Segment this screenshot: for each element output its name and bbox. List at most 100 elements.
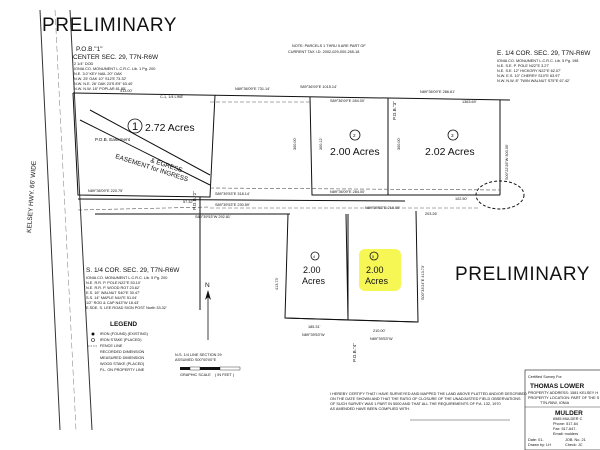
interior-dashed-lines — [77, 101, 501, 211]
svg-text:Drawn by: LH: Drawn by: LH — [528, 443, 551, 447]
svg-text:S.S. 14" MAPLE N44°E 51.04': S.S. 14" MAPLE N44°E 51.04' — [86, 296, 137, 300]
svg-text:THOMAS LOWER: THOMAS LOWER — [530, 383, 584, 390]
svg-text:IRON (FOUND) (EXISTING): IRON (FOUND) (EXISTING) — [100, 332, 149, 336]
lot-3-number: 3 — [451, 133, 454, 138]
header-note-line1: NOTE: PARCELS 1 THRU 5 ARE PART OF — [292, 44, 366, 48]
svg-text:Fax: 517-647-: Fax: 517-647- — [553, 427, 577, 431]
svg-text:N89°39'53"E 210.00': N89°39'53"E 210.00' — [365, 206, 400, 210]
svg-text:( IN FEET ): ( IN FEET ) — [215, 373, 235, 377]
svg-text:413.00': 413.00' — [120, 89, 133, 93]
svg-text:102.50': 102.50' — [455, 197, 468, 201]
svg-text:E.SDE. S. LEE ROAD SIGN POST N: E.SDE. S. LEE ROAD SIGN POST North 33.32… — [86, 306, 167, 310]
svg-text:N89°36'09"E 284.00': N89°36'09"E 284.00' — [330, 190, 365, 194]
preliminary-banner-top: PRELIMINARY — [42, 15, 177, 36]
svg-text:MEASURED DIMENSION: MEASURED DIMENSION — [100, 356, 144, 360]
svg-text:OF SUCH SURVEY WAS 1 PART IN 5: OF SUCH SURVEY WAS 1 PART IN 5000 AND TH… — [330, 402, 501, 406]
svg-text:Check: JC: Check: JC — [565, 443, 583, 447]
svg-text:C-1, 1/4 LINE: C-1, 1/4 LINE — [160, 95, 183, 99]
svg-text:N.W. N.E. 26' OAK 23'S 8'9" 63: N.W. N.E. 26' OAK 23'S 8'9" 63.40' — [74, 82, 133, 86]
svg-text:IONIA CO. MONUMENT L.C.R.C. Li: IONIA CO. MONUMENT L.C.R.C. Lib. 5 Pg. 2… — [86, 276, 167, 280]
svg-text:300.00': 300.00' — [293, 137, 297, 150]
svg-text:N89°36'09"E 286.61': N89°36'09"E 286.61' — [420, 90, 455, 94]
lot-4-area-line2: Acres — [302, 276, 326, 286]
pob-easement-label: P.O.B. Easement — [95, 137, 131, 142]
center-corner-label: CENTER SEC. 29, T7N-R6W — [73, 54, 159, 61]
svg-text:Date: 01-: Date: 01- — [528, 438, 544, 442]
svg-text:IONIA CO. MONUMENT L.C.R.C. Li: IONIA CO. MONUMENT L.C.R.C. Lib. 5 Pg. 1… — [497, 59, 578, 63]
svg-text:IRON STAKE (PLACED): IRON STAKE (PLACED) — [100, 338, 142, 342]
svg-text:N.E. R.R. P. POLE N22°E 53.10': N.E. R.R. P. POLE N22°E 53.10' — [86, 281, 141, 285]
svg-text:JOB. No. 21: JOB. No. 21 — [565, 438, 586, 442]
south-corner-label: S. 1/4 COR. SEC. 29, T7N-R6W — [86, 267, 180, 274]
svg-text:N89°36'09"E 731.14': N89°36'09"E 731.14' — [235, 87, 270, 91]
svg-text:Certified Survey For: Certified Survey For — [528, 375, 562, 379]
svg-text:N89°36'09"E 220.75': N89°36'09"E 220.75' — [88, 189, 123, 193]
title-block: Certified Survey For THOMAS LOWER PROPER… — [524, 369, 600, 450]
svg-text:N: N — [205, 282, 210, 289]
svg-text:N89°39'53"W: N89°39'53"W — [302, 333, 325, 337]
legend-item-recorded: RECORDED DIMENSION — [100, 350, 145, 354]
lot-5-area-line2: Acres — [365, 276, 389, 286]
svg-text:E.S. 16" WALNUT S40°E 30.47': E.S. 16" WALNUT S40°E 30.47' — [86, 291, 140, 295]
legend-item-iron-placed: IRON STAKE (PLACED) — [91, 338, 142, 342]
svg-text:N.W. N.W. 8" TWIN WALNUT S75°E: N.W. N.W. 8" TWIN WALNUT S75°E 67.42' — [497, 79, 570, 83]
lot-5-number: 5 — [372, 255, 374, 259]
svg-text:203.26': 203.26' — [425, 212, 438, 216]
svg-text:57.32': 57.32' — [183, 200, 194, 204]
legend-item-fence: FENCE LINE — [88, 344, 123, 348]
svg-text:N.W. N.W. 18" POPLAR 81.85': N.W. N.W. 18" POPLAR 81.85' — [74, 87, 126, 91]
lot-4-area-line1: 2.00 — [303, 265, 321, 275]
svg-text:413.73': 413.73' — [275, 277, 279, 290]
svg-text:210.00': 210.00' — [373, 329, 386, 333]
svg-text:Phone: 517-64: Phone: 517-64 — [553, 422, 578, 426]
svg-text:WOOD STAKE (PLACED): WOOD STAKE (PLACED) — [100, 362, 145, 366]
graphic-scale: N-S. 1/4 LINE SECTION 29 ASSUMED S00°00'… — [175, 353, 241, 377]
lot-2-area: 2.00 Acres — [330, 146, 380, 158]
legend-item-measured: MEASURED DIMENSION — [100, 356, 144, 360]
lot-5-area-line1: 2.00 — [366, 265, 384, 275]
lot-5-highlight — [359, 249, 401, 291]
lot-1: 1 2.72 Acres — [127, 118, 195, 134]
svg-text:S89°36'09"E 284.00': S89°36'09"E 284.00' — [330, 99, 365, 103]
svg-text:2 1/4" DOD: 2 1/4" DOD — [74, 62, 94, 66]
legend-item-iron-found: IRON (FOUND) (EXISTING) — [91, 332, 149, 336]
svg-text:N.E. 3.0' KEY NAIL 20" OAK: N.E. 3.0' KEY NAIL 20" OAK — [74, 72, 123, 76]
certification: I HEREBY CERTIFY THAT I HAVE SURVEYED AN… — [330, 392, 527, 421]
lot-2-number: 2 — [353, 133, 356, 138]
svg-text:N-S. 1/4 LINE SECTION 29: N-S. 1/4 LINE SECTION 29 — [175, 353, 222, 357]
svg-text:S89°39'53"E 230.59': S89°39'53"E 230.59' — [215, 203, 250, 207]
svg-text:IONIA CO. MONUMENT L.C.R.C. Li: IONIA CO. MONUMENT L.C.R.C. Lib. 1 Pg. 2… — [74, 67, 155, 71]
svg-text:I HEREBY CERTIFY THAT I HAVE S: I HEREBY CERTIFY THAT I HAVE SURVEYED AN… — [330, 392, 527, 396]
svg-text:185.31': 185.31' — [308, 325, 321, 329]
svg-text:N.W. E.S. 10" CHERRY S10°E 63.: N.W. E.S. 10" CHERRY S10°E 63.97' — [497, 74, 560, 78]
svg-text:S00°22'26"W 300.00': S00°22'26"W 300.00' — [505, 144, 509, 180]
svg-text:P.L. ON PROPERTY LINE: P.L. ON PROPERTY LINE — [100, 368, 145, 372]
east-corner-label: E. 1/4 COR. SEC. 29, T7N-R6W — [497, 50, 591, 57]
lot-1-number: 1 — [132, 121, 138, 133]
svg-text:N.E. R.R. P. WOOD ROT 23.62': N.E. R.R. P. WOOD ROT 23.62' — [86, 286, 140, 290]
svg-text:S89°36'09"E 1015.14': S89°36'09"E 1015.14' — [300, 85, 337, 89]
svg-text:T7N-R6W, IONIA: T7N-R6W, IONIA — [540, 401, 570, 405]
preliminary-banner-right: PRELIMINARY — [455, 264, 590, 285]
svg-text:6585 MULDER C: 6585 MULDER C — [553, 417, 583, 421]
north-arrow-icon: N — [205, 282, 211, 340]
svg-text:PROPERTY ADDRESS: 1581 KELSEY: PROPERTY ADDRESS: 1581 KELSEY H — [528, 391, 598, 395]
svg-text:N89°39'53"W: N89°39'53"W — [370, 337, 393, 341]
pob1-label: P.O.B."1" — [76, 46, 103, 53]
lot-4: 4 2.00 Acres — [302, 251, 326, 286]
svg-text:S89°39'53"W 292.81': S89°39'53"W 292.81' — [195, 215, 231, 219]
road-name: KELSEY HWY. 66' WIDE — [26, 160, 38, 233]
svg-text:1/2" ROD & CAP N43°W 18.43': 1/2" ROD & CAP N43°W 18.43' — [86, 301, 139, 305]
svg-text:ON THE DATE SHOWN AND THAT THE: ON THE DATE SHOWN AND THAT THE RATIO OF … — [330, 397, 521, 401]
svg-text:N.E. S.E. P. POLE N22°E 3.27': N.E. S.E. P. POLE N22°E 3.27' — [497, 64, 549, 68]
svg-text:1363.69': 1363.69' — [462, 100, 477, 104]
lot-5: 5 2.00 Acres — [359, 249, 401, 291]
header-note-line2: CURRENT TAX I.D. 2002-029-000-265-18 — [288, 50, 359, 54]
svg-text:MULDER: MULDER — [555, 410, 583, 417]
pob2-label: P.O.B."2" — [192, 191, 197, 210]
svg-text:S89°39'53"E 318.14': S89°39'53"E 318.14' — [215, 192, 250, 196]
svg-text:FENCE LINE: FENCE LINE — [100, 344, 123, 348]
lot-2: 2 2.00 Acres — [330, 129, 380, 158]
legend: LEGEND IRON (FOUND) (EXISTING) IRON STAK… — [88, 321, 149, 372]
